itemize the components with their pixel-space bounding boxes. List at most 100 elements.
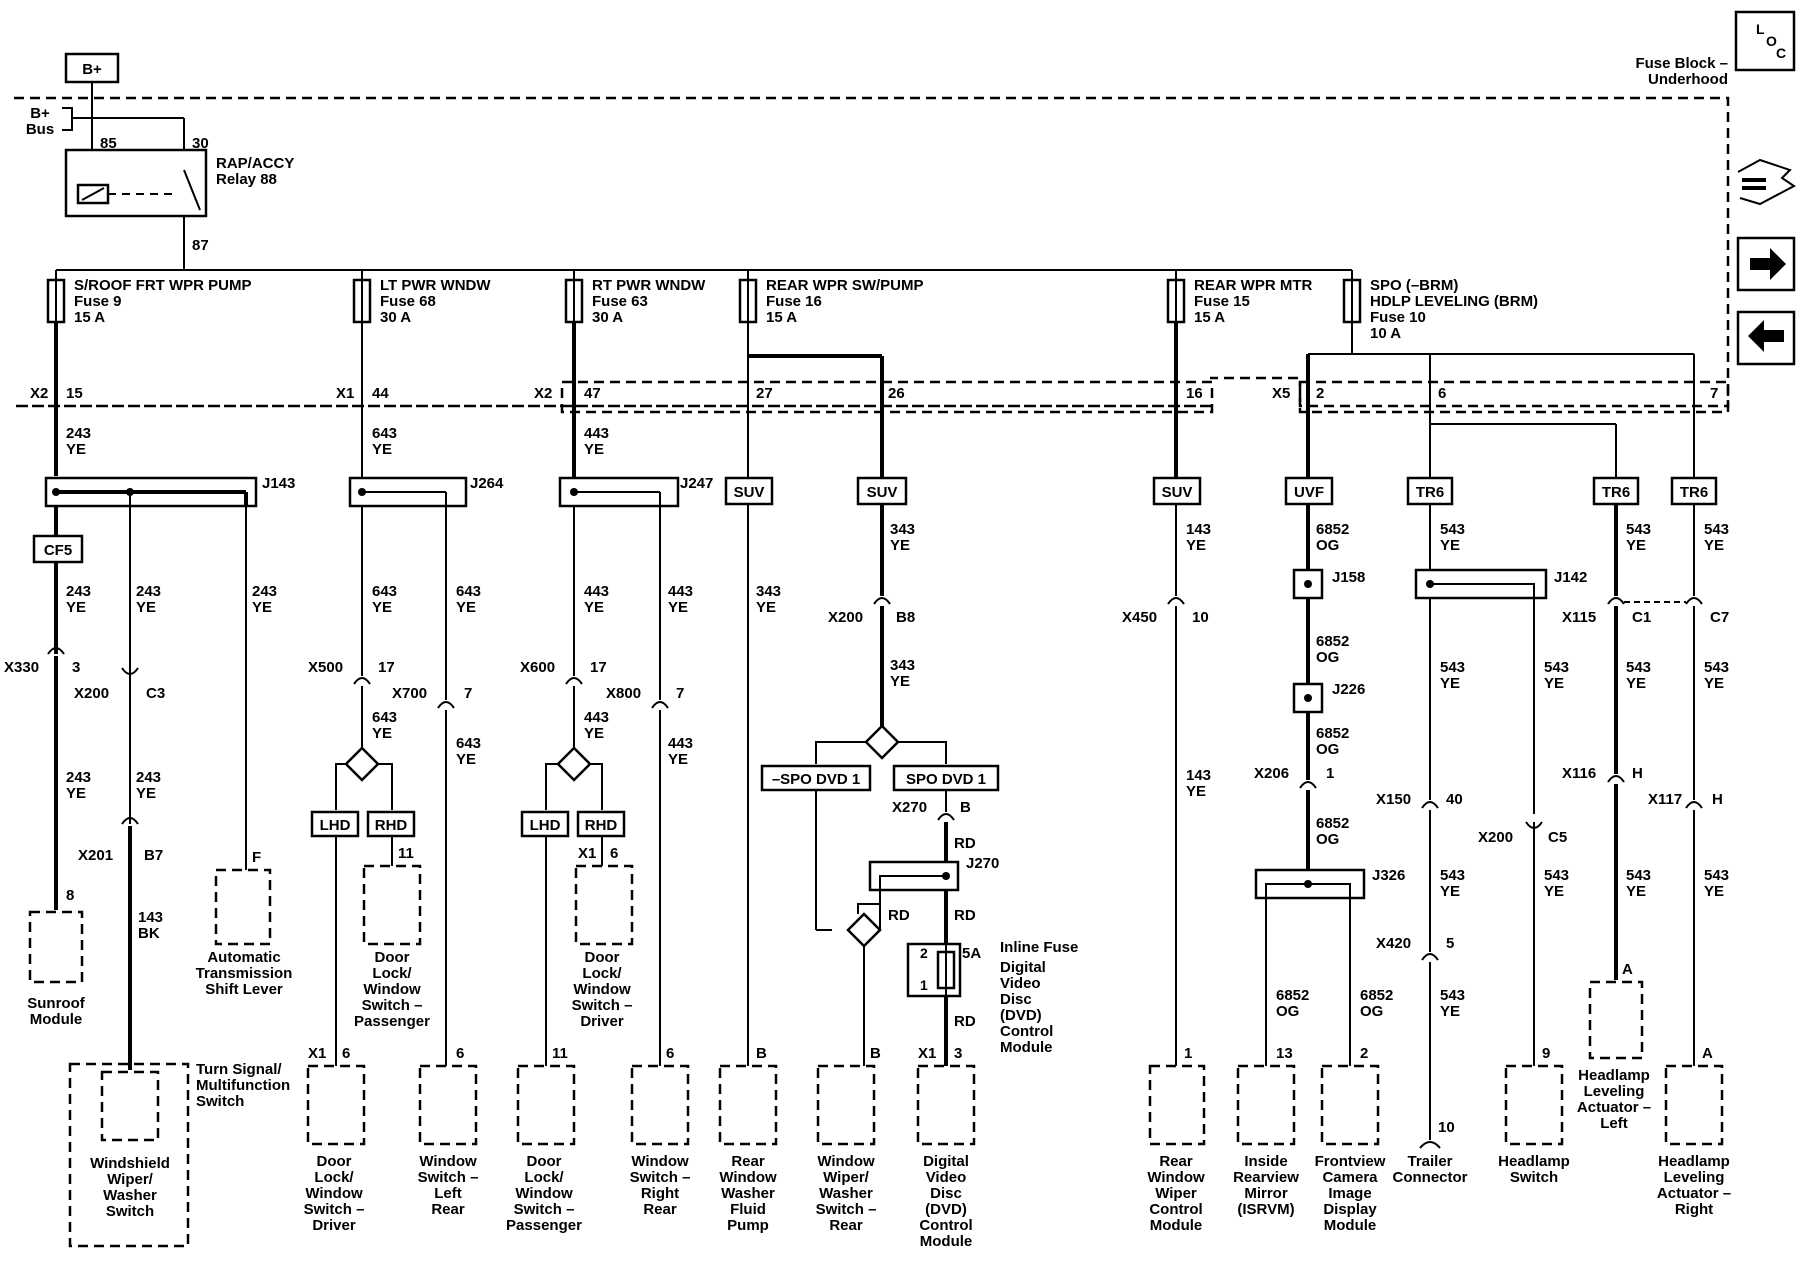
svg-text:643: 643 [372,583,397,600]
svg-text:SPO (–BRM): SPO (–BRM) [1370,277,1458,294]
svg-text:Frontview: Frontview [1315,1153,1386,1170]
svg-text:YE: YE [1544,675,1564,692]
svg-text:Display: Display [1323,1201,1377,1218]
svg-text:X800: X800 [606,685,641,702]
fuse-68: LT PWR WNDW Fuse 68 30 A [352,270,491,326]
svg-text:15 A: 15 A [1194,309,1225,326]
svg-text:443: 443 [668,735,693,752]
svg-text:RD: RD [888,907,910,924]
svg-text:Window: Window [631,1153,689,1170]
connector-view-icon[interactable] [1737,158,1796,206]
b-plus-bus: B+ Bus [26,105,92,138]
svg-text:SUV: SUV [734,484,765,501]
svg-text:Connector: Connector [1393,1169,1468,1186]
svg-text:Digital: Digital [923,1153,969,1170]
svg-text:Module: Module [1324,1217,1377,1234]
svg-text:Pump: Pump [727,1217,769,1234]
svg-text:HDLP LEVELING (BRM): HDLP LEVELING (BRM) [1370,293,1538,310]
svg-text:YE: YE [584,725,604,742]
svg-text:Actuator –: Actuator – [1577,1099,1651,1116]
svg-text:543: 543 [1626,659,1651,676]
svg-text:443: 443 [584,709,609,726]
svg-text:YE: YE [1626,675,1646,692]
svg-text:RAP/ACCY: RAP/ACCY [216,155,294,172]
svg-text:10 A: 10 A [1370,325,1401,342]
svg-text:30 A: 30 A [380,309,411,326]
svg-text:Module: Module [1000,1039,1053,1056]
svg-text:543: 543 [1626,521,1651,538]
svg-text:Module: Module [30,1011,83,1028]
svg-text:11: 11 [398,845,414,862]
svg-text:Shift Lever: Shift Lever [205,981,283,998]
svg-text:X206: X206 [1254,765,1289,782]
svg-text:YE: YE [890,537,910,554]
svg-text:BK: BK [138,925,160,942]
loc-button[interactable]: L O C [1734,10,1796,72]
svg-text:3: 3 [72,659,80,676]
svg-text:Switch –: Switch – [816,1201,877,1218]
fuse-10: SPO (–BRM) HDLP LEVELING (BRM) Fuse 10 1… [1342,270,1538,354]
svg-text:6852: 6852 [1360,987,1393,1004]
svg-text:Window: Window [515,1185,573,1202]
svg-text:5A: 5A [962,945,981,962]
svg-text:YE: YE [456,751,476,768]
svg-text:X700: X700 [392,685,427,702]
svg-text:X450: X450 [1122,609,1157,626]
circuit-fuse68: 643 YE J264 643 YE X500 17 643 YE LHD RH… [304,322,504,1234]
svg-text:6: 6 [1438,385,1446,402]
svg-text:643: 643 [372,425,397,442]
previous-page-button[interactable] [1736,310,1796,366]
svg-text:YE: YE [1626,537,1646,554]
svg-text:TR6: TR6 [1416,484,1444,501]
svg-text:YE: YE [1704,883,1724,900]
next-page-button[interactable] [1736,236,1796,292]
svg-text:2: 2 [920,945,928,961]
circuit-fuse63: 443 YE J247 443 YE X600 17 443 YE LHD RH… [506,322,713,1234]
svg-text:6: 6 [610,845,618,862]
svg-text:643: 643 [372,709,397,726]
svg-text:CF5: CF5 [44,542,72,559]
svg-text:6852: 6852 [1316,815,1349,832]
svg-text:543: 543 [1626,867,1651,884]
svg-text:10: 10 [1438,1119,1455,1136]
svg-text:Fuse 63: Fuse 63 [592,293,648,310]
svg-text:Bus: Bus [26,121,54,138]
svg-text:Switch –: Switch – [514,1201,575,1218]
svg-text:RT PWR WNDW: RT PWR WNDW [592,277,706,294]
svg-text:H: H [1632,765,1643,782]
svg-text:Washer: Washer [819,1185,873,1202]
svg-text:Passenger: Passenger [354,1013,430,1030]
svg-text:Automatic: Automatic [207,949,280,966]
svg-text:YE: YE [584,441,604,458]
svg-text:Lock/: Lock/ [314,1169,354,1186]
svg-text:543: 543 [1704,521,1729,538]
fuse-9: S/ROOF FRT WPR PUMP Fuse 9 15 A [46,270,252,326]
svg-text:–SPO DVD 1: –SPO DVD 1 [772,771,860,788]
svg-text:X1: X1 [308,1045,326,1062]
svg-text:6852: 6852 [1316,521,1349,538]
svg-text:Passenger: Passenger [506,1217,582,1234]
svg-text:YE: YE [1440,675,1460,692]
svg-text:85: 85 [100,135,117,152]
arrow-right-icon [1750,248,1786,280]
svg-text:OG: OG [1316,537,1339,554]
svg-text:6852: 6852 [1276,987,1309,1004]
svg-text:Disc: Disc [1000,991,1032,1008]
svg-text:Switch –: Switch – [418,1169,479,1186]
svg-text:RHD: RHD [375,817,408,834]
svg-text:Wiper/: Wiper/ [107,1171,154,1188]
svg-text:Right: Right [641,1185,679,1202]
svg-text:B: B [960,799,971,816]
svg-text:TR6: TR6 [1602,484,1630,501]
svg-text:243: 243 [66,769,91,786]
x5-connector-outline [1298,380,1730,414]
svg-text:X1: X1 [918,1045,936,1062]
svg-text:Switch –: Switch – [304,1201,365,1218]
svg-text:X5: X5 [1272,385,1290,402]
svg-text:YE: YE [372,725,392,742]
svg-text:443: 443 [584,583,609,600]
b-plus-label: B+ [82,61,102,78]
svg-text:Rear: Rear [643,1201,677,1218]
svg-text:Rear: Rear [431,1201,465,1218]
svg-text:343: 343 [890,657,915,674]
